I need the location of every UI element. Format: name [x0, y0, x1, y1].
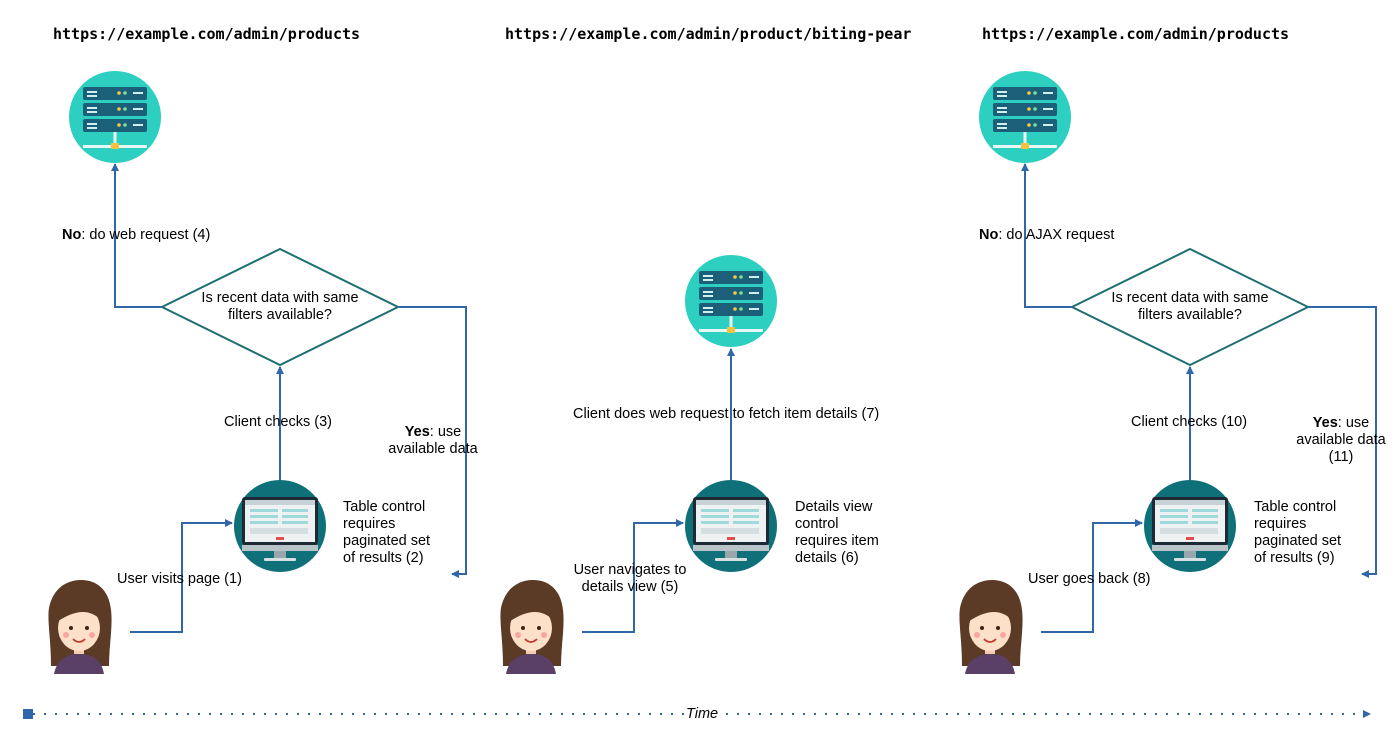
user-avatar: [499, 579, 565, 675]
arrow-no-branch: [1021, 163, 1072, 308]
page-url: https://example.com/admin/product/biting…: [505, 25, 912, 43]
arrow-no-branch: [111, 163, 162, 308]
decision-diamond: [1069, 247, 1311, 367]
decision-diamond: [159, 247, 401, 367]
server-icon: [685, 255, 777, 347]
user-avatar: [958, 579, 1024, 675]
arrow-yes-branch: [398, 306, 467, 578]
server-icon: [979, 71, 1071, 163]
client-action-label: Client checks (10): [1131, 414, 1248, 430]
arrow-yes-branch: [1308, 306, 1377, 578]
monitor-icon: [685, 480, 777, 572]
arrow-user-to-client: [1041, 519, 1143, 633]
user-action-label: User goes back (8): [1028, 571, 1151, 587]
monitor-icon: [1144, 480, 1236, 572]
monitor-icon: [234, 480, 326, 572]
page-url: https://example.com/admin/products: [982, 25, 1290, 43]
user-action-label: User visits page (1): [117, 571, 242, 587]
arrow-user-to-client: [130, 519, 233, 633]
client-action-label: Client checks (3): [224, 414, 332, 430]
client-action-label: Client does web request to fetch item de…: [573, 406, 880, 422]
page-url: https://example.com/admin/products: [53, 25, 361, 43]
no-branch-label: No: do AJAX request: [979, 227, 1115, 243]
no-branch-label: No: do web request (4): [62, 227, 211, 243]
user-avatar: [47, 579, 113, 675]
timeline-start-marker: [23, 709, 33, 719]
arrow-user-to-client: [582, 519, 684, 633]
timeline-label: Time: [684, 706, 721, 722]
server-icon: [69, 71, 161, 163]
